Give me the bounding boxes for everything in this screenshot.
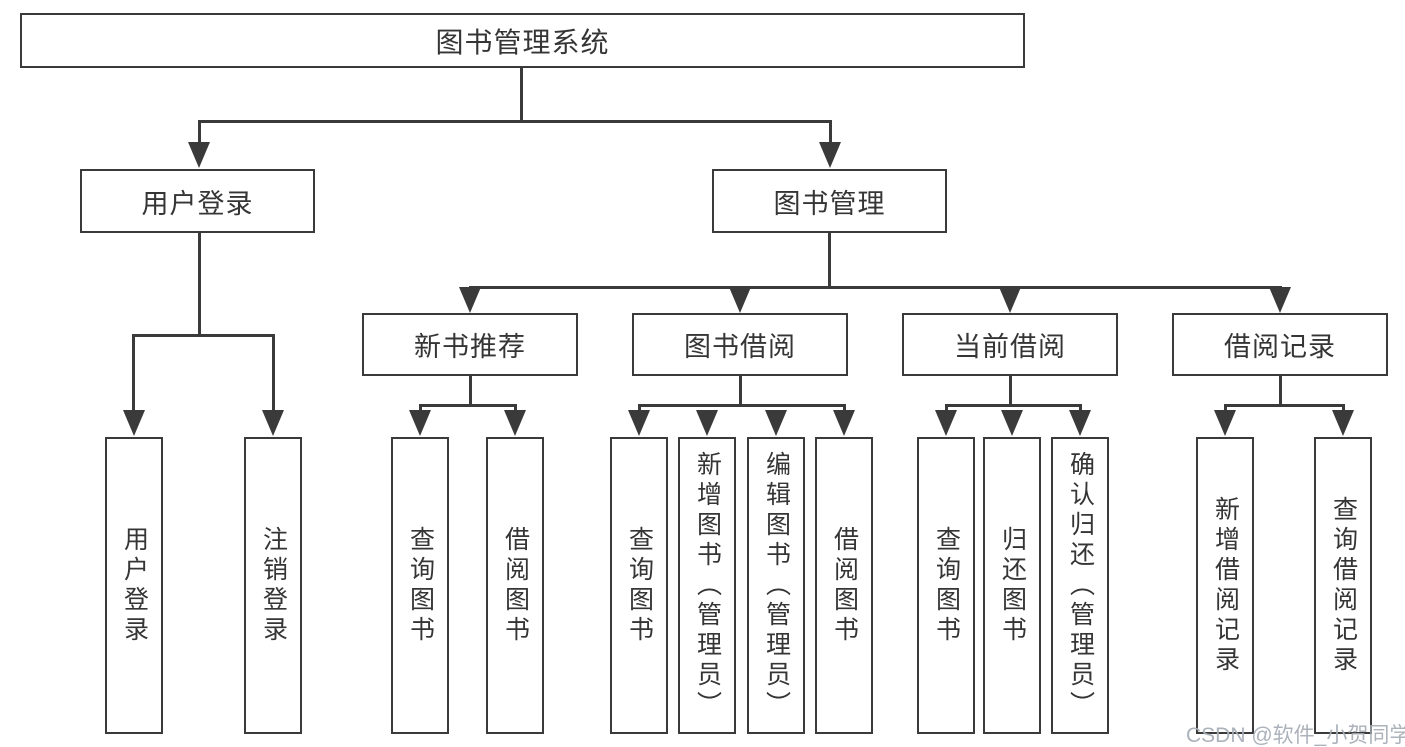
arrowhead-icon <box>729 287 751 313</box>
leaf-logout-label: 注销登录 <box>259 525 288 646</box>
connector-line <box>1009 376 1012 406</box>
leaf-query-books-newbooks-label: 查询图书 <box>406 525 435 646</box>
leaf-borrow-books-borrow-label: 借阅图书 <box>830 525 859 646</box>
arrowhead-icon <box>1269 287 1291 313</box>
connector-line <box>419 404 422 414</box>
leaf-add-book-admin-label: 新增图书（管理员） <box>693 450 722 721</box>
arrowhead-icon <box>628 410 650 436</box>
node-current-borrow: 当前借阅 <box>902 313 1118 376</box>
arrowhead-icon <box>188 142 210 168</box>
leaf-query-books-borrow: 查询图书 <box>610 437 668 734</box>
leaf-add-book-admin: 新增图书（管理员） <box>678 437 736 734</box>
connector-line <box>469 286 1282 289</box>
connector-line <box>520 68 523 122</box>
leaf-confirm-return-admin: 确认归还（管理员） <box>1051 437 1109 734</box>
connector-line <box>198 120 201 146</box>
node-root: 图书管理系统 <box>20 13 1025 68</box>
connector-line <box>945 404 1082 407</box>
csdn-watermark: CSDN @软件_小贺同学 <box>1186 724 1405 747</box>
connector-line <box>638 404 641 414</box>
leaf-user-login-label: 用户登录 <box>120 525 149 646</box>
leaf-query-books-newbooks: 查询图书 <box>391 437 449 734</box>
connector-line <box>1342 404 1345 414</box>
connector-line <box>198 120 832 123</box>
leaf-query-books-current-label: 查询图书 <box>932 525 961 646</box>
leaf-edit-book-admin: 编辑图书（管理员） <box>747 437 805 734</box>
leaf-query-borrow-record: 查询借阅记录 <box>1314 437 1372 734</box>
arrowhead-icon <box>1001 410 1023 436</box>
leaf-return-book-label: 归还图书 <box>998 525 1027 646</box>
node-book-mgmt: 图书管理 <box>712 169 947 233</box>
leaf-add-borrow-record: 新增借阅记录 <box>1196 437 1254 734</box>
arrowhead-icon <box>123 410 145 436</box>
connector-line <box>739 376 742 406</box>
leaf-query-books-borrow-label: 查询图书 <box>625 525 654 646</box>
leaf-query-borrow-record-label: 查询借阅记录 <box>1329 495 1358 676</box>
connector-line <box>829 120 832 146</box>
connector-line <box>198 233 201 336</box>
connector-line <box>132 334 274 337</box>
connector-line <box>419 404 517 407</box>
leaf-user-login: 用户登录 <box>105 437 163 734</box>
node-book-borrow: 图书借阅 <box>632 313 848 376</box>
arrowhead-icon <box>935 410 957 436</box>
node-borrow-records: 借阅记录 <box>1172 313 1388 376</box>
arrowhead-icon <box>504 410 526 436</box>
leaf-logout: 注销登录 <box>244 437 302 734</box>
arrowhead-icon <box>1332 410 1354 436</box>
leaf-borrow-books-borrow: 借阅图书 <box>815 437 873 734</box>
node-new-books-label: 新书推荐 <box>414 332 526 362</box>
node-book-mgmt-label: 图书管理 <box>773 188 886 219</box>
connector-line <box>1079 404 1082 414</box>
arrowhead-icon <box>833 410 855 436</box>
arrowhead-icon <box>999 287 1021 313</box>
leaf-add-borrow-record-label: 新增借阅记录 <box>1211 495 1240 676</box>
leaf-edit-book-admin-label: 编辑图书（管理员） <box>762 450 791 721</box>
connector-line <box>132 334 135 412</box>
leaf-borrow-books-newbooks-label: 借阅图书 <box>501 525 530 646</box>
node-user-login-label: 用户登录 <box>141 188 254 219</box>
leaf-return-book: 归还图书 <box>983 437 1041 734</box>
node-book-borrow-label: 图书借阅 <box>684 332 796 362</box>
node-current-borrow-label: 当前借阅 <box>954 332 1066 362</box>
connector-line <box>1224 404 1227 414</box>
arrowhead-icon <box>819 142 841 168</box>
arrowhead-icon <box>765 410 787 436</box>
node-root-label: 图书管理系统 <box>435 26 610 58</box>
node-user-login: 用户登录 <box>80 169 315 233</box>
arrowhead-icon <box>262 410 284 436</box>
connector-line <box>843 404 846 414</box>
arrowhead-icon <box>696 410 718 436</box>
arrowhead-icon <box>1069 410 1091 436</box>
connector-line <box>514 404 517 414</box>
node-new-books: 新书推荐 <box>362 313 578 376</box>
connector-line <box>1224 404 1345 407</box>
connector-line <box>828 232 831 288</box>
arrowhead-icon <box>459 287 481 313</box>
connector-line <box>638 404 846 407</box>
connector-line <box>469 376 472 406</box>
leaf-query-books-current: 查询图书 <box>917 437 975 734</box>
leaf-confirm-return-admin-label: 确认归还（管理员） <box>1066 450 1095 721</box>
node-borrow-records-label: 借阅记录 <box>1224 332 1336 362</box>
arrowhead-icon <box>1214 410 1236 436</box>
leaf-borrow-books-newbooks: 借阅图书 <box>486 437 544 734</box>
connector-line <box>1279 376 1282 406</box>
connector-line <box>945 404 948 414</box>
connector-line <box>272 334 275 412</box>
arrowhead-icon <box>409 410 431 436</box>
